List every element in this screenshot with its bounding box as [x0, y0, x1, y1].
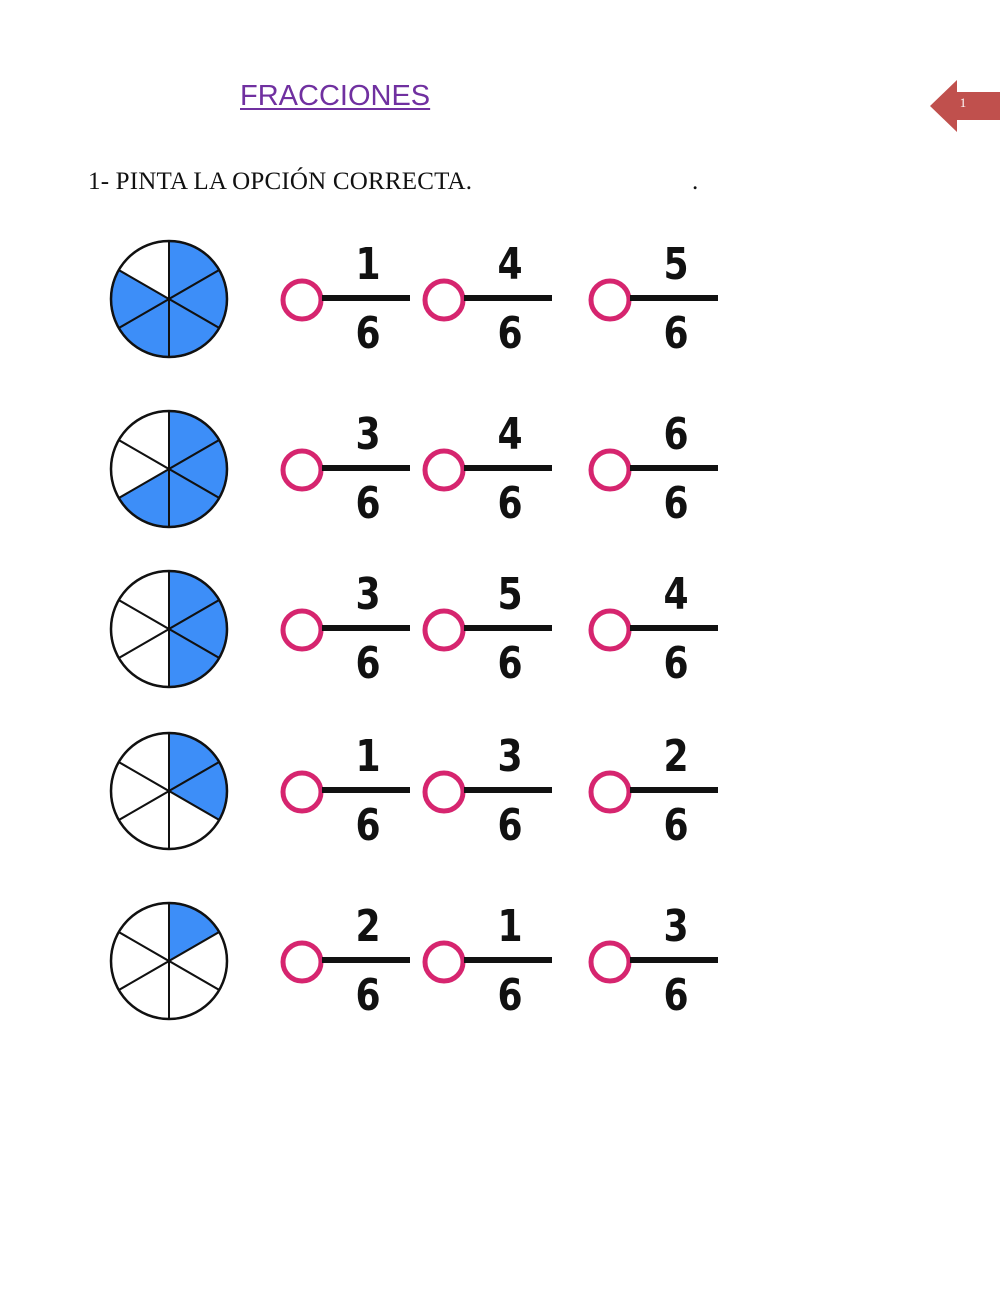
fraction-denominator: 6 — [663, 638, 689, 689]
fraction-bar — [322, 625, 410, 631]
fraction-numerator: 1 — [355, 239, 381, 290]
fraction-bar — [322, 465, 410, 471]
fraction-bar — [322, 295, 410, 301]
fraction-numerator: 2 — [663, 731, 689, 782]
fraction-numerator: 5 — [497, 569, 523, 620]
page-marker-arrow-icon — [930, 80, 1000, 132]
fraction-pie — [108, 730, 230, 852]
option-radio-circle-icon[interactable] — [420, 938, 468, 986]
fraction-bar — [630, 787, 718, 793]
fraction-bar — [630, 957, 718, 963]
fraction-bar — [464, 957, 552, 963]
fraction-denominator: 6 — [497, 638, 523, 689]
option-radio-circle-icon[interactable] — [420, 606, 468, 654]
option-radio-circle-icon[interactable] — [420, 768, 468, 816]
fraction-denominator: 6 — [497, 970, 523, 1021]
fraction-numerator: 4 — [497, 239, 523, 290]
fraction-pie — [108, 238, 230, 360]
pie-outline — [109, 731, 229, 851]
option-radio-circle-icon[interactable] — [586, 446, 634, 494]
fraction-denominator: 6 — [355, 478, 381, 529]
fraction-bar — [464, 295, 552, 301]
fraction-bar — [464, 625, 552, 631]
fraction-denominator: 6 — [355, 638, 381, 689]
fraction-bar — [630, 625, 718, 631]
option-radio-circle-icon[interactable] — [278, 768, 326, 816]
fraction-denominator: 6 — [355, 308, 381, 359]
pie-outline — [109, 569, 229, 689]
fraction-denominator: 6 — [663, 970, 689, 1021]
option-radio-circle-icon[interactable] — [278, 446, 326, 494]
fraction-numerator: 6 — [663, 409, 689, 460]
fraction-denominator: 6 — [497, 478, 523, 529]
option-radio-circle-icon[interactable] — [278, 938, 326, 986]
option-radio-circle-icon[interactable] — [420, 446, 468, 494]
pie-outline — [109, 901, 229, 1021]
page-title: FRACCIONES — [240, 80, 431, 112]
fraction-denominator: 6 — [663, 478, 689, 529]
fraction-bar — [322, 957, 410, 963]
page-number: 1 — [959, 95, 967, 110]
fraction-numerator: 1 — [497, 901, 523, 952]
pie-outline — [109, 239, 229, 359]
fraction-numerator: 3 — [355, 409, 381, 460]
fraction-numerator: 3 — [663, 901, 689, 952]
option-radio-circle-icon[interactable] — [586, 768, 634, 816]
fraction-pie — [108, 568, 230, 690]
option-radio-circle-icon[interactable] — [586, 276, 634, 324]
fraction-denominator: 6 — [355, 800, 381, 851]
instruction-text: 1- PINTA LA OPCIÓN CORRECTA. — [88, 168, 473, 195]
option-radio-circle-icon[interactable] — [278, 276, 326, 324]
fraction-bar — [464, 787, 552, 793]
fraction-numerator: 3 — [355, 569, 381, 620]
fraction-numerator: 3 — [497, 731, 523, 782]
fraction-denominator: 6 — [497, 800, 523, 851]
fraction-numerator: 4 — [663, 569, 689, 620]
fraction-denominator: 6 — [663, 308, 689, 359]
fraction-denominator: 6 — [497, 308, 523, 359]
option-radio-circle-icon[interactable] — [420, 276, 468, 324]
option-radio-circle-icon[interactable] — [278, 606, 326, 654]
pie-outline — [109, 409, 229, 529]
fraction-bar — [630, 295, 718, 301]
fraction-pie — [108, 408, 230, 530]
option-radio-circle-icon[interactable] — [586, 938, 634, 986]
option-radio-circle-icon[interactable] — [586, 606, 634, 654]
instruction-trailing-dot: . — [692, 168, 699, 195]
fraction-numerator: 2 — [355, 901, 381, 952]
fraction-numerator: 1 — [355, 731, 381, 782]
fraction-denominator: 6 — [355, 970, 381, 1021]
fraction-numerator: 4 — [497, 409, 523, 460]
fraction-bar — [630, 465, 718, 471]
fraction-denominator: 6 — [663, 800, 689, 851]
fraction-bar — [464, 465, 552, 471]
fraction-numerator: 5 — [663, 239, 689, 290]
fraction-bar — [322, 787, 410, 793]
fraction-pie — [108, 900, 230, 1022]
